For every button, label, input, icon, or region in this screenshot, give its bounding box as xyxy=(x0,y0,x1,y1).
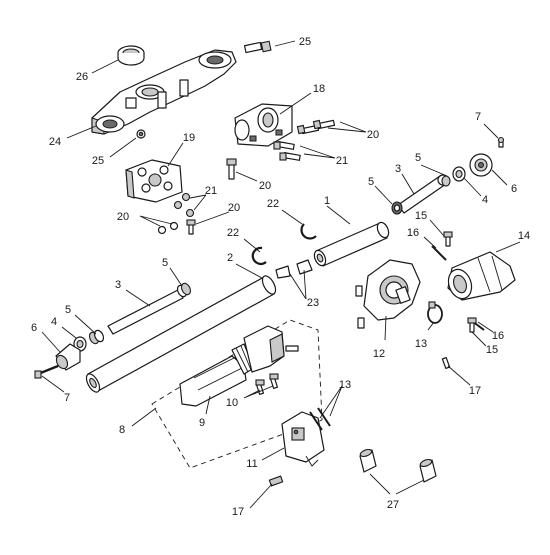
callout-label-c3b: 3 xyxy=(115,279,121,291)
part-rubber-5-right xyxy=(391,201,403,215)
part-bolts-21-upper xyxy=(273,141,301,161)
part-pin-16-upper xyxy=(431,245,447,261)
callout-label-c7a: 7 xyxy=(475,111,481,123)
callout-label-c13b: 13 xyxy=(339,379,351,391)
part-screw-15-lower xyxy=(467,317,477,333)
callout-label-c25b: 25 xyxy=(92,155,104,167)
part-end-weight-6-right xyxy=(469,153,493,177)
callout-label-c16b: 16 xyxy=(492,330,504,342)
part-end-caps-27 xyxy=(359,448,437,483)
callout-label-c17b: 17 xyxy=(232,506,244,518)
callout-label-c16a: 16 xyxy=(407,227,419,239)
callout-label-c6a: 6 xyxy=(511,183,517,195)
part-bolts-20-lower xyxy=(157,219,196,235)
part-bolt-20-vertical xyxy=(226,158,237,180)
part-bush-4-right xyxy=(452,166,466,182)
part-circlip-22-lower xyxy=(251,246,267,265)
callout-label-c20a: 20 xyxy=(367,129,379,141)
callout-label-c8: 8 xyxy=(119,424,125,436)
callout-label-c11: 11 xyxy=(246,458,257,470)
part-handlebar-clamp-left xyxy=(125,159,183,203)
part-end-weight-6-left xyxy=(55,343,81,371)
part-grip-right xyxy=(447,251,516,301)
part-throttle-grip xyxy=(179,325,299,407)
callout-label-c26: 26 xyxy=(76,71,88,83)
callout-label-c4b: 4 xyxy=(51,316,57,328)
part-cable-tie-13-right xyxy=(427,301,443,324)
callout-label-c2: 2 xyxy=(227,252,233,264)
part-bolt-25a xyxy=(243,40,272,54)
callout-label-c25a: 25 xyxy=(299,36,311,48)
part-bolt-25b xyxy=(136,129,146,139)
part-switch-cover xyxy=(281,411,325,467)
part-spacer-23 xyxy=(275,259,313,279)
callout-label-c12: 12 xyxy=(373,348,385,360)
callout-label-c5a: 5 xyxy=(415,152,421,164)
part-bolts-21-lower xyxy=(173,192,195,218)
part-switch-housing xyxy=(355,259,421,329)
callout-label-c19: 19 xyxy=(183,132,195,144)
callout-label-c15b: 15 xyxy=(486,344,498,356)
callout-label-c20c: 20 xyxy=(228,202,240,214)
callout-label-c7b: 7 xyxy=(64,392,70,404)
part-screw-15-upper xyxy=(443,231,453,247)
part-screw-7-left xyxy=(34,364,59,379)
part-bolts-20-upper xyxy=(296,119,336,135)
part-8-assembly-outline xyxy=(151,319,323,469)
callout-label-c20d: 20 xyxy=(117,211,129,223)
callout-label-c3a: 3 xyxy=(395,163,401,175)
callout-label-c18: 18 xyxy=(313,83,325,95)
leader-lines xyxy=(41,40,521,509)
callout-label-c6b: 6 xyxy=(31,322,37,334)
part-weight-rod-3-left xyxy=(107,289,184,335)
callout-label-c21a: 21 xyxy=(336,155,348,167)
callout-label-c5c: 5 xyxy=(162,257,168,269)
part-rubber-5-left-lower xyxy=(88,329,105,345)
part-screw-17-right xyxy=(441,357,451,369)
part-handlebar-right xyxy=(313,221,390,267)
callout-label-c13a: 13 xyxy=(415,338,427,350)
callout-label-c27: 27 xyxy=(387,499,399,511)
callout-label-c9: 9 xyxy=(199,417,205,429)
callout-label-c5b: 5 xyxy=(368,176,374,188)
callout-label-c14: 14 xyxy=(518,230,530,242)
part-screw-17-left xyxy=(268,475,284,487)
callout-label-c1: 1 xyxy=(324,195,330,207)
callout-label-c17a: 17 xyxy=(469,385,481,397)
part-screws-10 xyxy=(255,373,279,395)
part-circlip-22-upper xyxy=(300,223,317,240)
part-bush-4-left xyxy=(73,336,87,352)
callout-label-c22a: 22 xyxy=(267,198,279,210)
callout-label-c10: 10 xyxy=(226,397,238,409)
part-handlebar-clamp-right xyxy=(234,103,293,147)
part-rubber-5-left-upper xyxy=(176,282,192,298)
callout-label-c5d: 5 xyxy=(65,304,71,316)
part-handlebar-left xyxy=(85,275,277,393)
part-screw-7-top xyxy=(497,136,505,148)
callout-label-c20b: 20 xyxy=(259,180,271,192)
callout-label-c4a: 4 xyxy=(482,194,488,206)
callout-label-c24: 24 xyxy=(49,136,61,148)
part-top-yoke xyxy=(91,49,237,135)
callout-label-c15a: 15 xyxy=(415,210,427,222)
callout-label-c22b: 22 xyxy=(227,227,239,239)
part-cable-ties-13-left xyxy=(309,407,331,431)
callout-label-c23: 23 xyxy=(307,297,319,309)
part-yoke-nut xyxy=(117,45,145,66)
callout-label-c21b: 21 xyxy=(205,185,217,197)
